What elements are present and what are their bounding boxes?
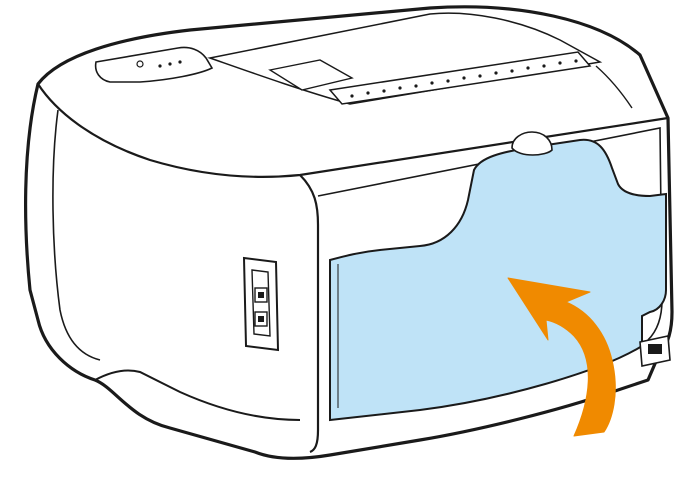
power-inlet-socket	[648, 344, 662, 354]
usb-port-inner	[258, 292, 264, 298]
panel-led	[168, 62, 171, 65]
network-port-inner	[258, 316, 264, 322]
panel-led	[178, 60, 181, 63]
panel-led	[158, 64, 161, 67]
